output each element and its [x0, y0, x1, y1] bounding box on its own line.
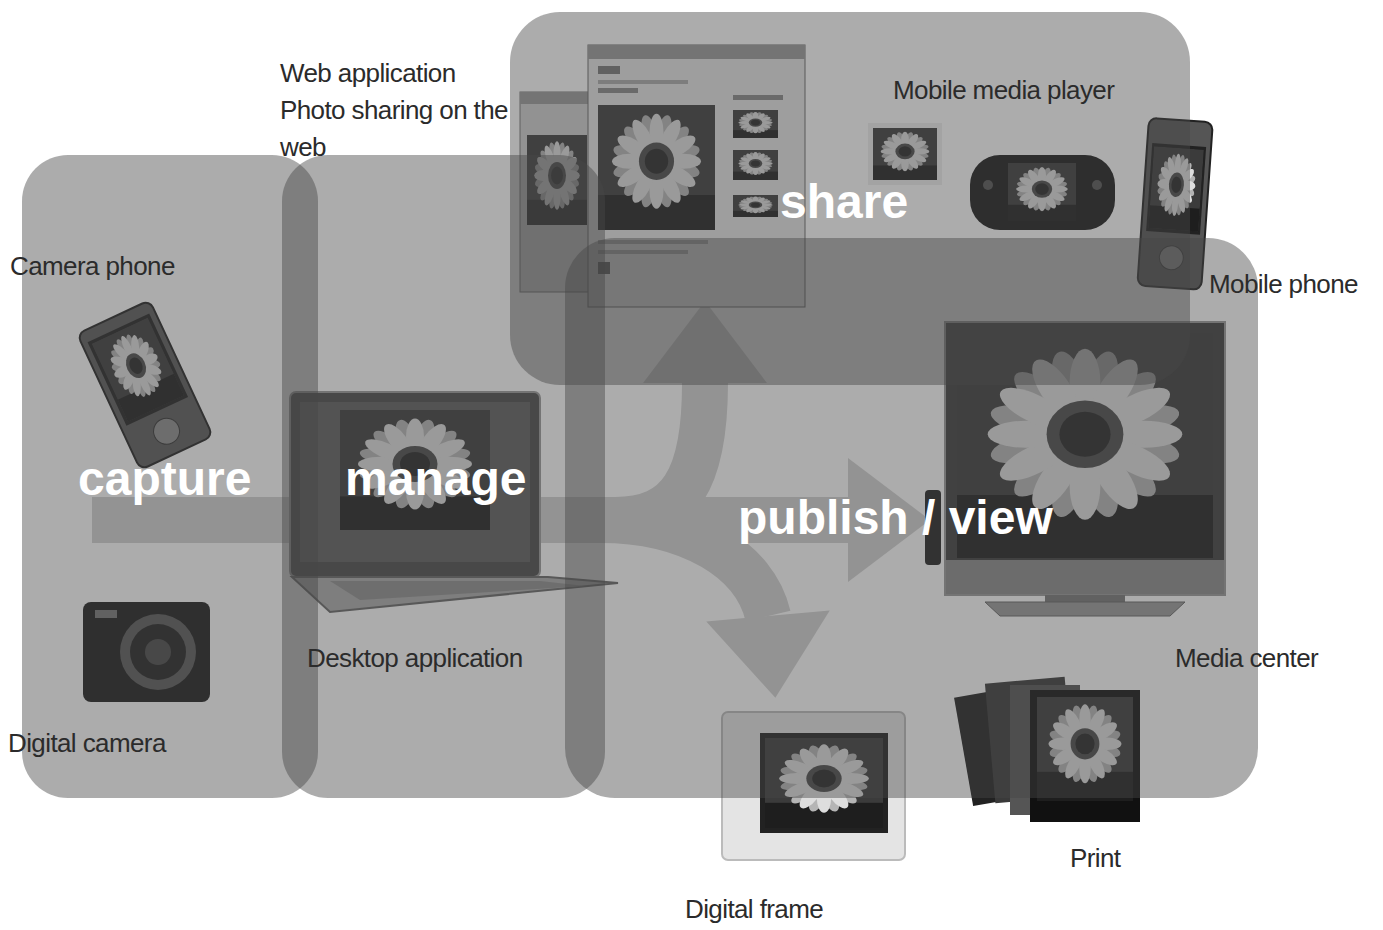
- device-label: Desktop application: [307, 640, 523, 677]
- device-label: Print: [1070, 840, 1120, 877]
- stage-title: manage: [345, 451, 526, 507]
- device-label: Media center: [1175, 640, 1318, 677]
- stage-region: publish / view: [565, 238, 1258, 798]
- stage-title: share: [780, 174, 908, 230]
- device-label: Camera phone: [10, 248, 175, 285]
- device-label: Digital camera: [8, 725, 166, 762]
- device-label: Web application: [280, 55, 456, 92]
- stage-title: capture: [78, 451, 251, 507]
- device-label: Digital frame: [685, 891, 823, 928]
- device-label: Photo sharing on the web: [280, 92, 512, 166]
- device-label: Mobile phone: [1209, 266, 1358, 303]
- device-label: Mobile media player: [893, 72, 1114, 109]
- stage-title: publish / view: [738, 490, 1053, 546]
